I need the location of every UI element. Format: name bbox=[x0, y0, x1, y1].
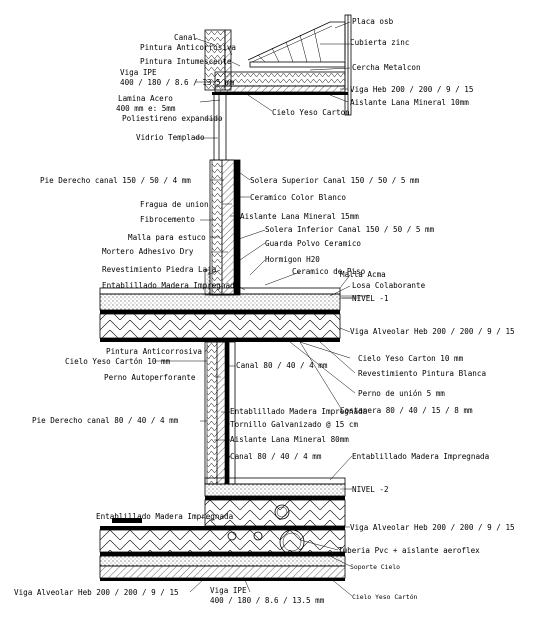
label-guarda-polvo: Guarda Polvo Ceramico bbox=[265, 239, 361, 248]
label-ceramico-piso: Ceramico de Piso bbox=[292, 267, 366, 276]
label-soporte-cielo: Soporte Cielo bbox=[350, 563, 400, 571]
label-entablillado-4: Entablillado Madera Impregnada bbox=[96, 512, 233, 521]
label-cielo-yeso-carton-bottom: Cielo Yeso Cartón bbox=[352, 593, 418, 601]
label-nivel-1: NIVEL -1 bbox=[352, 294, 389, 303]
label-canal: Canal bbox=[174, 33, 197, 42]
label-lamina-acero: Lamina Acero bbox=[118, 94, 173, 103]
label-viga-alveolar-1: Viga Alveolar Heb 200 / 200 / 9 / 15 bbox=[350, 327, 515, 336]
roof-assembly bbox=[204, 14, 352, 116]
label-costanera: Costanera 80 / 40 / 15 / 8 mm bbox=[340, 406, 473, 415]
label-fibrocemento: Fibrocemento bbox=[140, 215, 195, 224]
label-tuberia-pvc: Tuberia Pvc + aislante aeroflex bbox=[338, 546, 480, 555]
label-viga-ipe-top: Viga IPE bbox=[120, 68, 157, 77]
label-perno-union: Perno de unión 5 mm bbox=[358, 389, 445, 398]
label-placa-osb: Placa osb bbox=[352, 17, 394, 26]
label-hormigon-h20: Hormigon H20 bbox=[265, 255, 320, 264]
slab-level-1 bbox=[99, 287, 370, 342]
label-cubierta-zinc: Cubierta zinc bbox=[350, 38, 409, 47]
label-pintura-intumescente: Pintura Intumescente bbox=[140, 57, 232, 66]
label-viga-ipe-bottom-dims: 400 / 180 / 8.6 / 13.5 mm bbox=[210, 596, 325, 605]
label-entablillado-2: Entablillado Madera Impregnada bbox=[230, 407, 367, 416]
label-malla-acma: Malla Acma bbox=[340, 270, 386, 279]
labels: Placa osb Canal Cubierta zinc Pintura An… bbox=[14, 17, 515, 605]
label-mortero-adhesivo: Mortero Adhesivo Dry bbox=[102, 247, 194, 256]
leader-lines bbox=[155, 21, 356, 597]
slab-level-2 bbox=[99, 477, 346, 581]
label-ceramico-blanco: Ceramico Color Blanco bbox=[250, 193, 346, 202]
label-perno-autoperforante: Perno Autoperforante bbox=[104, 373, 196, 382]
label-tornillo: Tornillo Galvanizado @ 15 cm bbox=[230, 420, 358, 429]
label-cielo-yeso-carton-top: Cielo Yeso Carton bbox=[272, 108, 350, 117]
label-lamina-acero-dims: 400 mm e: 5mm bbox=[116, 104, 176, 113]
label-cielo-yeso-carton-left: Cielo Yeso Cartón 10 mm bbox=[65, 357, 171, 366]
label-aislante-80: Aislante Lana Mineral 80mm bbox=[230, 435, 349, 444]
label-pintura-anticorrosiva-mid: Pintura Anticorrosiva bbox=[106, 347, 202, 356]
label-vidrio-templado: Vidrio Templado bbox=[136, 133, 205, 142]
label-revestimiento-pintura: Revestimiento Pintura Blanca bbox=[358, 369, 486, 378]
label-fragua: Fragua de union bbox=[140, 200, 209, 209]
label-cercha-metalcon: Cercha Metalcon bbox=[352, 63, 421, 72]
label-canal-80-2: Canal 80 / 40 / 4 mm bbox=[230, 452, 322, 461]
label-pintura-anticorrosiva-top: Pintura Anticorrosiva bbox=[140, 43, 236, 52]
label-pie-derecho-80: Pie Derecho canal 80 / 40 / 4 mm bbox=[32, 416, 179, 425]
label-cielo-yeso-carton-right: Cielo Yeso Carton 10 mm bbox=[358, 354, 464, 363]
label-malla-estuco: Malla para estuco bbox=[128, 233, 206, 242]
label-canal-80-1: Canal 80 / 40 / 4 mm bbox=[236, 361, 328, 370]
label-viga-ipe-bottom: Viga IPE bbox=[210, 586, 247, 595]
label-viga-alveolar-3: Viga Alveolar Heb 200 / 200 / 9 / 15 bbox=[14, 588, 179, 597]
label-solera-superior: Solera Superior Canal 150 / 50 / 5 mm bbox=[250, 176, 420, 185]
label-entablillado-3: Entablillado Madera Impregnada bbox=[352, 452, 489, 461]
label-poliestireno: Poliestireno expandido bbox=[122, 114, 223, 123]
label-solera-inferior: Solera Inferior Canal 150 / 50 / 5 mm bbox=[265, 225, 435, 234]
label-viga-heb-top: Viga Heb 200 / 200 / 9 / 15 bbox=[350, 85, 473, 94]
label-aislante-15: Aislante Lana Mineral 15mm bbox=[240, 212, 359, 221]
label-viga-ipe-top-dims: 400 / 180 / 8.6 / 13.5 mm bbox=[120, 78, 235, 87]
label-revestimiento-piedra: Revestimiento Piedra Laja bbox=[102, 265, 216, 274]
label-entablillado-1: Entablillado Madera Impregnada bbox=[102, 281, 239, 290]
label-losa-colaborante: Losa Colaborante bbox=[352, 281, 426, 290]
label-viga-alveolar-2: Viga Alveolar Heb 200 / 200 / 9 / 15 bbox=[350, 523, 515, 532]
label-aislante-10: Aislante Lana Mineral 10mm bbox=[350, 98, 469, 107]
label-pie-derecho-150: Pie Derecho canal 150 / 50 / 4 mm bbox=[40, 176, 191, 185]
label-nivel-2: NIVEL -2 bbox=[352, 485, 389, 494]
